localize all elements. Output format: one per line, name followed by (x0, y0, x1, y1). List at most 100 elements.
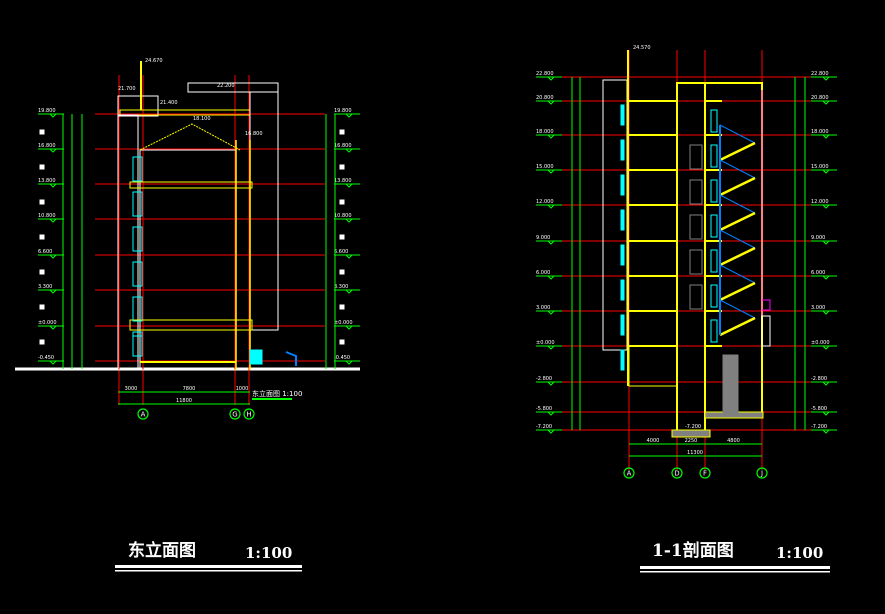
stair-blue-flight (719, 264, 756, 284)
level-triangle-icon (822, 240, 830, 245)
level-triangle-icon (49, 254, 57, 259)
left-level-label: 12.000 (536, 199, 554, 205)
left-level-label: 3.000 (536, 305, 550, 311)
left-level-label: -7.200 (536, 424, 552, 430)
level-triangle-icon (822, 204, 830, 209)
stair-yellow-flight (719, 246, 756, 267)
dimension-text: 4000 (647, 438, 660, 444)
right-level-label: 12.000 (811, 199, 829, 205)
level-triangle-icon (547, 100, 555, 105)
elevator-door (689, 284, 703, 310)
top-elevation-mark: 22.200 (217, 83, 235, 89)
window (620, 349, 625, 371)
stair-yellow-flight (719, 211, 756, 232)
left-level-label: 19.800 (38, 108, 56, 114)
roof-gable (139, 123, 241, 151)
window (620, 174, 625, 196)
top-elevation-mark: 18.100 (193, 116, 211, 122)
left-level-label: -2.800 (536, 376, 552, 382)
level-triangle-icon (822, 134, 830, 139)
window (620, 139, 625, 161)
window (132, 335, 143, 357)
stair-blue-flight (719, 124, 756, 144)
side-tower (249, 91, 279, 331)
section-title-underline-thin (640, 571, 830, 573)
level-triangle-icon (822, 169, 830, 174)
right-level-label: 22.800 (811, 71, 829, 77)
level-triangle-icon (822, 381, 830, 386)
level-triangle-icon (822, 76, 830, 81)
pit-base (671, 429, 711, 438)
level-triangle-icon (345, 360, 353, 365)
stair-blue-flight (719, 194, 756, 214)
level-triangle-icon (547, 169, 555, 174)
right-level-label: 13.800 (334, 178, 352, 184)
elevator-door (689, 214, 703, 240)
elevator-door (689, 179, 703, 205)
level-triangle-icon (547, 240, 555, 245)
floor-marker (39, 164, 45, 170)
right-level-label: 6.000 (811, 270, 825, 276)
right-level-label: 18.000 (811, 129, 829, 135)
section-title: 1-1剖面图 (652, 540, 734, 561)
floor-marker (39, 234, 45, 240)
stair-basement (722, 354, 739, 391)
main-wall (139, 149, 237, 371)
window (710, 109, 718, 133)
stair-blue-flight (719, 229, 756, 249)
section-title-underline (640, 566, 830, 569)
left-level-label: 18.000 (536, 129, 554, 135)
stair-blue-flight (719, 159, 756, 179)
stair-blue-flight (719, 299, 756, 319)
total-dimension-text: 11300 (687, 450, 703, 456)
axis-circle (756, 467, 768, 479)
window (710, 249, 718, 273)
floor-band (129, 181, 253, 189)
window (710, 179, 718, 203)
level-triangle-icon (49, 148, 57, 153)
level-triangle-icon (49, 218, 57, 223)
floor-marker (339, 129, 345, 135)
stair-basement (722, 387, 739, 414)
window (620, 314, 625, 336)
accent-box (761, 299, 771, 311)
axis-label-G: G (232, 411, 237, 419)
top-elevation-mark: 24.570 (633, 45, 651, 51)
window (710, 319, 718, 343)
floor-band (129, 319, 253, 331)
level-triangle-icon (49, 183, 57, 188)
entry-door (761, 315, 771, 347)
pit-elevation-mark: -7.200 (685, 424, 701, 430)
axis-label-J: J (760, 470, 763, 478)
window (132, 261, 143, 287)
level-triangle-icon (547, 411, 555, 416)
window (132, 226, 143, 252)
tower-cornice (187, 82, 279, 93)
left-level-label: -5.800 (536, 406, 552, 412)
right-level-label: ±0.000 (811, 340, 830, 346)
dimension-text: 3000 (125, 386, 138, 392)
floor-marker (339, 234, 345, 240)
level-triangle-icon (822, 345, 830, 350)
level-triangle-icon (49, 360, 57, 365)
floor-marker (39, 339, 45, 345)
floor-marker (339, 304, 345, 310)
floor-marker (39, 199, 45, 205)
level-triangle-icon (547, 275, 555, 280)
total-dimension-text: 11800 (176, 398, 192, 404)
right-level-label: 9.000 (811, 235, 825, 241)
left-level-label: 3.300 (38, 284, 52, 290)
floor-marker (39, 269, 45, 275)
level-triangle-icon (547, 429, 555, 434)
stair-yellow-flight (719, 281, 756, 302)
axis-circle (243, 408, 255, 420)
window (710, 284, 718, 308)
left-level-label: 15.000 (536, 164, 554, 170)
axis-label-A: A (627, 470, 632, 478)
right-level-label: -2.800 (811, 376, 827, 382)
axis-label-F: F (703, 470, 707, 478)
window (620, 209, 625, 231)
left-pilaster (117, 114, 139, 371)
